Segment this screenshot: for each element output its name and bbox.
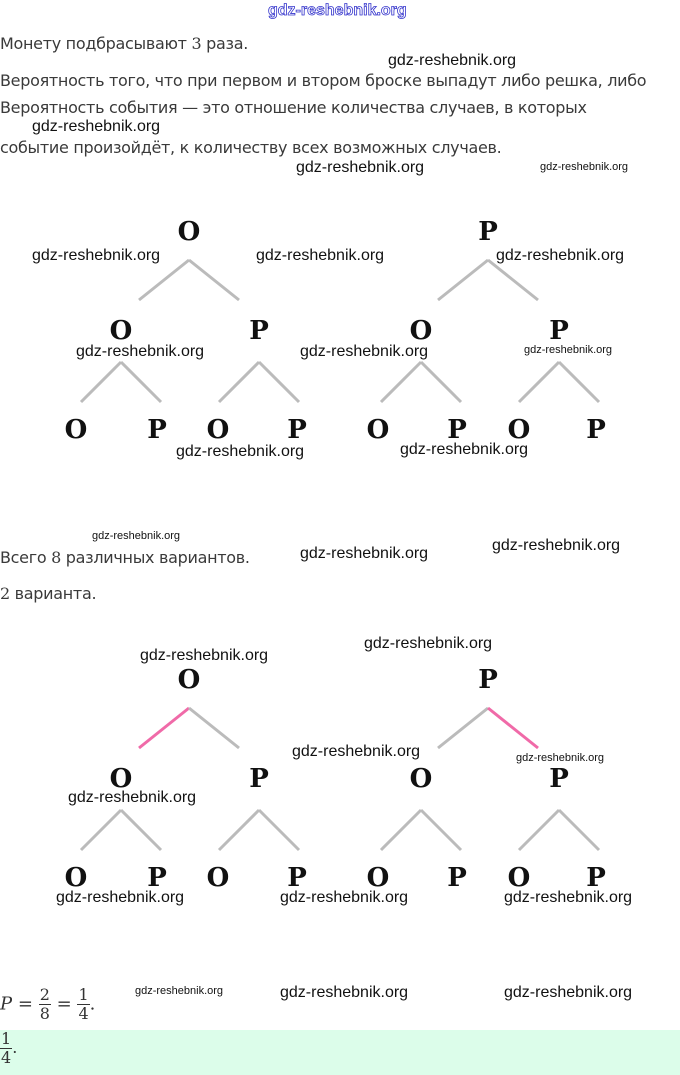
third-throw-node: P (287, 863, 307, 893)
root-node: P (478, 665, 498, 695)
watermark: gdz-reshebnik.org (292, 743, 421, 760)
tree-branch (119, 808, 163, 852)
second-throw-node: O (410, 764, 433, 794)
tree-branch (487, 258, 539, 302)
question-text: Вероятность того, что при первом и второ… (0, 71, 647, 90)
tree-branch (217, 360, 261, 404)
second-throw-node: P (249, 764, 269, 794)
watermark: gdz-reshebnik.org (280, 984, 409, 1001)
watermark: gdz-reshebnik.org (388, 52, 517, 69)
watermark: gdz-reshebnik.org (68, 789, 197, 806)
watermark: gdz-reshebnik.org (76, 343, 205, 360)
tree-branch (557, 360, 601, 404)
tree-branch (437, 706, 489, 750)
tree-branch (517, 360, 561, 404)
tree-branch (419, 808, 463, 852)
tree-branch (188, 258, 240, 302)
watermark: gdz-reshebnik.org (92, 530, 181, 542)
tree-branch (138, 258, 190, 302)
root-node: O (178, 217, 201, 247)
third-throw-node: P (586, 863, 606, 893)
total-variants: Всего 8 различных вариантов. (0, 548, 250, 567)
third-throw-node: P (287, 415, 307, 445)
watermark: gdz-reshebnik.org (135, 985, 224, 997)
watermark: gdz-reshebnik.org (400, 441, 529, 458)
watermark: gdz-reshebnik.org (32, 118, 161, 135)
third-throw-node: P (586, 415, 606, 445)
root-node: P (478, 217, 498, 247)
watermark: gdz-reshebnik.org (496, 247, 625, 264)
tree-branch (517, 808, 561, 852)
third-throw-node: O (207, 415, 230, 445)
tree-branch (379, 360, 423, 404)
third-throw-node: P (447, 415, 467, 445)
definition-line-1: Вероятность события — это отношение коли… (0, 98, 587, 117)
watermark: gdz-reshebnik.org (32, 247, 161, 264)
third-throw-node: P (147, 415, 167, 445)
highlighted-branch (138, 706, 190, 750)
tree-branch (79, 360, 123, 404)
third-throw-node: O (65, 863, 88, 893)
third-throw-node: O (207, 863, 230, 893)
watermark: gdz-reshebnik.org (540, 161, 629, 173)
tree-branch (79, 808, 123, 852)
second-throw-node: O (110, 316, 133, 346)
third-throw-node: O (367, 415, 390, 445)
watermark: gdz-reshebnik.org (256, 247, 385, 264)
header-watermark: gdz-reshebnik.org (268, 2, 407, 20)
third-throw-node: O (508, 863, 531, 893)
watermark: gdz-reshebnik.org (296, 159, 425, 176)
watermark: gdz-reshebnik.org (300, 545, 429, 562)
watermark: gdz-reshebnik.org (280, 889, 409, 906)
answer-box (0, 1030, 680, 1075)
second-throw-node: O (410, 316, 433, 346)
watermark: gdz-reshebnik.org (504, 889, 633, 906)
third-throw-node: O (508, 415, 531, 445)
tree-branch (557, 808, 601, 852)
problem-statement: Монету подбрасывают 3 раза. (0, 34, 249, 53)
third-throw-node: P (147, 863, 167, 893)
second-throw-node: P (549, 316, 569, 346)
watermark: gdz-reshebnik.org (524, 344, 613, 356)
watermark: gdz-reshebnik.org (504, 984, 633, 1001)
watermark: gdz-reshebnik.org (176, 443, 305, 460)
root-node: O (178, 665, 201, 695)
tree-branch (257, 360, 301, 404)
tree-branch (419, 360, 463, 404)
second-throw-node: P (549, 764, 569, 794)
tree-branch (379, 808, 423, 852)
tree-branch (257, 808, 301, 852)
definition-line-2: событие произойдёт, к количеству всех во… (0, 138, 502, 157)
watermark: gdz-reshebnik.org (492, 537, 621, 554)
watermark: gdz-reshebnik.org (140, 647, 269, 664)
third-throw-node: O (65, 415, 88, 445)
highlighted-branch (487, 706, 539, 750)
second-throw-node: P (249, 316, 269, 346)
tree-branch (188, 706, 240, 750)
tree-branch (217, 808, 261, 852)
watermark: gdz-reshebnik.org (364, 635, 493, 652)
third-throw-node: P (447, 863, 467, 893)
tree-branch (437, 258, 489, 302)
third-throw-node: O (367, 863, 390, 893)
tree-branch (119, 360, 163, 404)
watermark: gdz-reshebnik.org (56, 889, 185, 906)
second-throw-node: O (110, 764, 133, 794)
watermark: gdz-reshebnik.org (300, 343, 429, 360)
favorable-variants: 2 варианта. (0, 584, 97, 603)
watermark: gdz-reshebnik.org (516, 752, 605, 764)
